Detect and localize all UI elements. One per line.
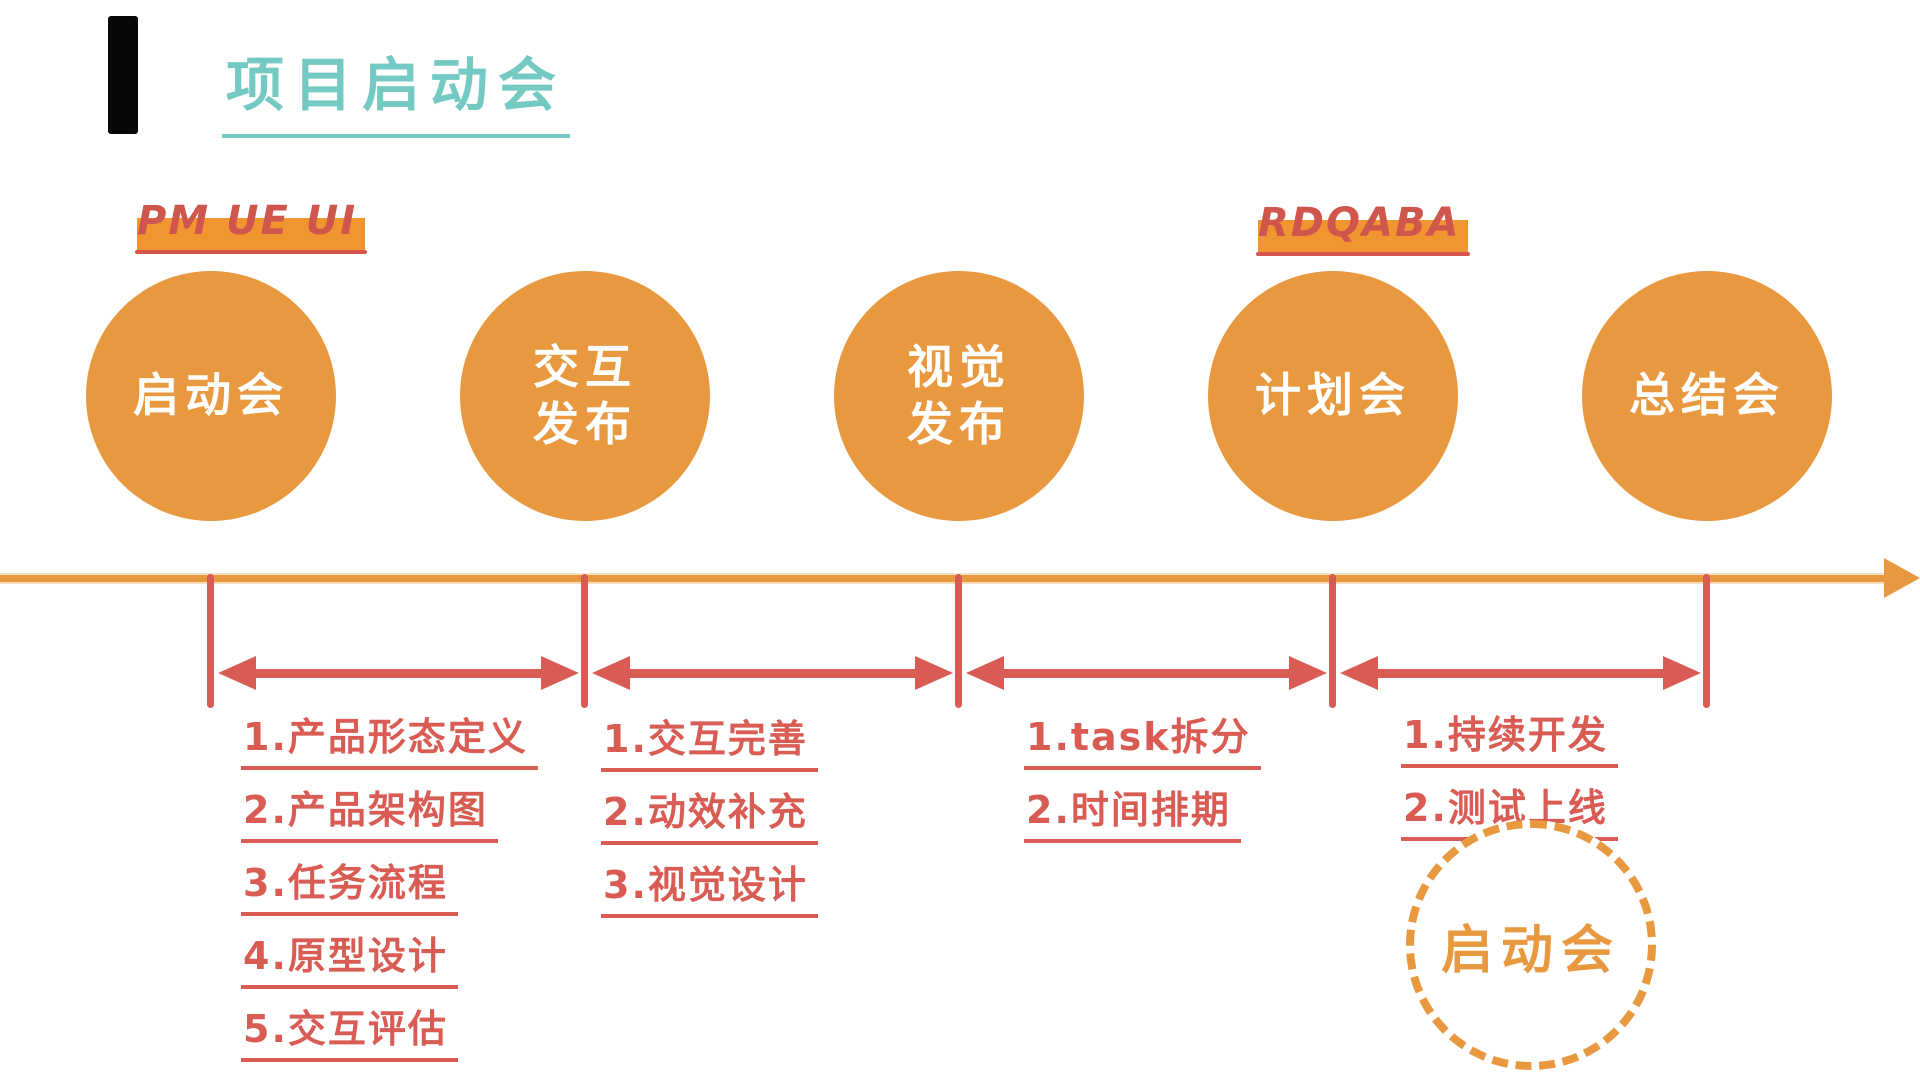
dotted-circle-label: 启动会 [1440, 920, 1621, 981]
arrow-shaft [622, 669, 923, 678]
task-item: 2.动效补充 [601, 781, 818, 845]
milestone-circle-summary-meeting: 总结会 [1582, 271, 1832, 521]
timeline-tick-4 [1329, 574, 1336, 708]
annotation-underline [1256, 252, 1471, 256]
arrow-right-head-icon [1289, 656, 1327, 690]
milestone-circle-kickoff: 启动会 [86, 271, 336, 521]
role-annotation-label: RDQABA [1258, 200, 1461, 246]
arrow-right-head-icon [541, 656, 579, 690]
task-item: 3.视觉设计 [601, 854, 818, 918]
arrow-shaft [1370, 669, 1671, 678]
timeline-tick-3 [955, 574, 962, 708]
milestone-label: 总结会 [1629, 368, 1785, 423]
role-annotation-pm-ue-ui: PM UE UI [135, 198, 368, 254]
phase-span-arrow-1 [218, 656, 579, 690]
task-list-phase-3: 1.task拆分 2.时间排期 [1024, 706, 1261, 852]
timeline-arrowhead-icon [1884, 558, 1920, 598]
milestone-label: 启动会 [133, 368, 289, 423]
arrow-right-head-icon [915, 656, 953, 690]
timeline-axis [0, 575, 1888, 582]
timeline-tick-2 [581, 574, 588, 708]
timeline-tick-1 [207, 574, 214, 708]
page-title: 项目启动会 [222, 38, 571, 138]
milestone-circle-planning-meeting: 计划会 [1208, 271, 1458, 521]
title-accent-bar [108, 16, 138, 134]
task-list-phase-1: 1.产品形态定义 2.产品架构图 3.任务流程 4.原型设计 5.交互评估 [241, 706, 538, 1071]
milestone-label: 视觉 [907, 339, 1011, 394]
timeline-tick-5 [1703, 574, 1710, 708]
task-item: 3.任务流程 [241, 852, 458, 916]
task-item: 2.时间排期 [1024, 779, 1241, 843]
role-annotation-rdqaba: RDQABA [1256, 200, 1471, 256]
milestone-label-line2: 发布 [907, 397, 1011, 451]
milestone-circle-visual-release: 视觉 发布 [834, 271, 1084, 521]
highlight-band [137, 218, 366, 250]
phase-span-arrow-3 [966, 656, 1327, 690]
task-item: 1.产品形态定义 [241, 706, 538, 770]
milestone-label: 计划会 [1255, 368, 1411, 423]
arrow-shaft [996, 669, 1297, 678]
milestone-circle-interaction-release: 交互 发布 [460, 271, 710, 521]
task-item: 4.原型设计 [241, 925, 458, 989]
annotation-underline [135, 250, 368, 254]
task-item: 1.交互完善 [601, 708, 818, 772]
phase-span-arrow-4 [1340, 656, 1701, 690]
task-item: 2.产品架构图 [241, 779, 498, 843]
task-list-phase-2: 1.交互完善 2.动效补充 3.视觉设计 [601, 708, 818, 927]
dotted-circle-kickoff: 启动会 [1406, 820, 1656, 1070]
highlight-band [1258, 220, 1469, 252]
phase-span-arrow-2 [592, 656, 953, 690]
milestone-label: 交互 [533, 339, 637, 394]
task-item: 1.task拆分 [1024, 706, 1261, 770]
task-item: 5.交互评估 [241, 998, 458, 1062]
task-item: 1.持续开发 [1401, 704, 1618, 768]
role-annotation-label: PM UE UI [137, 198, 358, 244]
arrow-right-head-icon [1663, 656, 1701, 690]
milestone-label-line2: 发布 [533, 397, 637, 451]
arrow-shaft [248, 669, 549, 678]
